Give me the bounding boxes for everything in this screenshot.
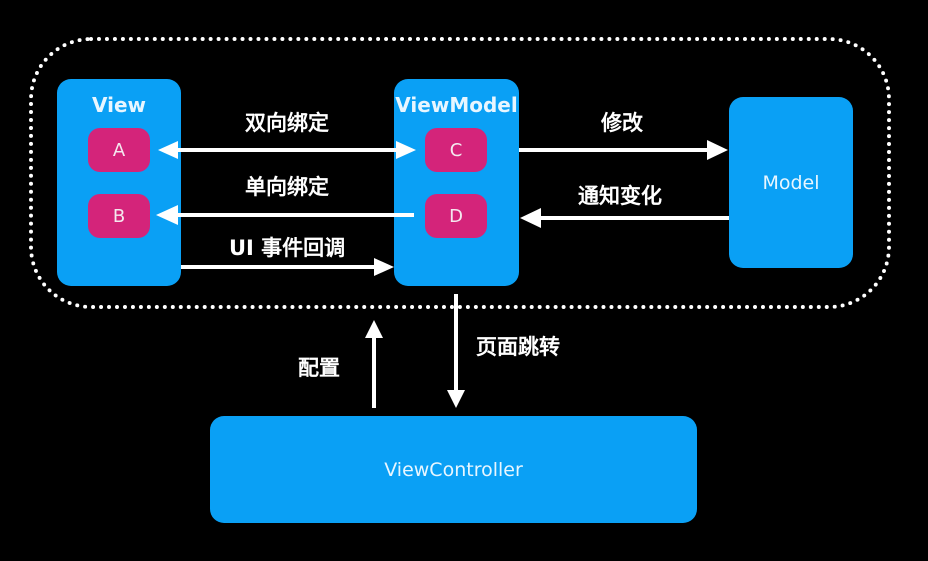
- two-way-binding-label: 双向绑定: [245, 111, 329, 135]
- ui-event-callback-label: UI 事件回调: [229, 236, 346, 260]
- viewmodel-box: ViewModel C D: [394, 79, 519, 286]
- page-navigation-arrow: [447, 294, 465, 408]
- configure-label: 配置: [298, 356, 340, 380]
- viewmodel-title: ViewModel: [395, 93, 518, 117]
- page-navigation-label: 页面跳转: [476, 335, 560, 359]
- configure-arrow: [365, 320, 383, 408]
- one-way-binding-label: 单向绑定: [245, 175, 329, 199]
- chip-b: B: [88, 194, 150, 238]
- viewcontroller-title: ViewController: [384, 458, 523, 481]
- chip-c: C: [425, 128, 487, 172]
- view-box: View A B: [57, 79, 181, 286]
- model-box: Model: [729, 97, 853, 268]
- viewcontroller-box: ViewController: [210, 416, 697, 523]
- chip-d: D: [425, 194, 487, 238]
- view-title: View: [91, 93, 147, 117]
- model-title: Model: [762, 171, 820, 194]
- chip-a: A: [88, 128, 150, 172]
- modify-label: 修改: [601, 111, 643, 135]
- notify-change-label: 通知变化: [578, 184, 662, 208]
- viewmodel-layer-boundary: [29, 37, 891, 309]
